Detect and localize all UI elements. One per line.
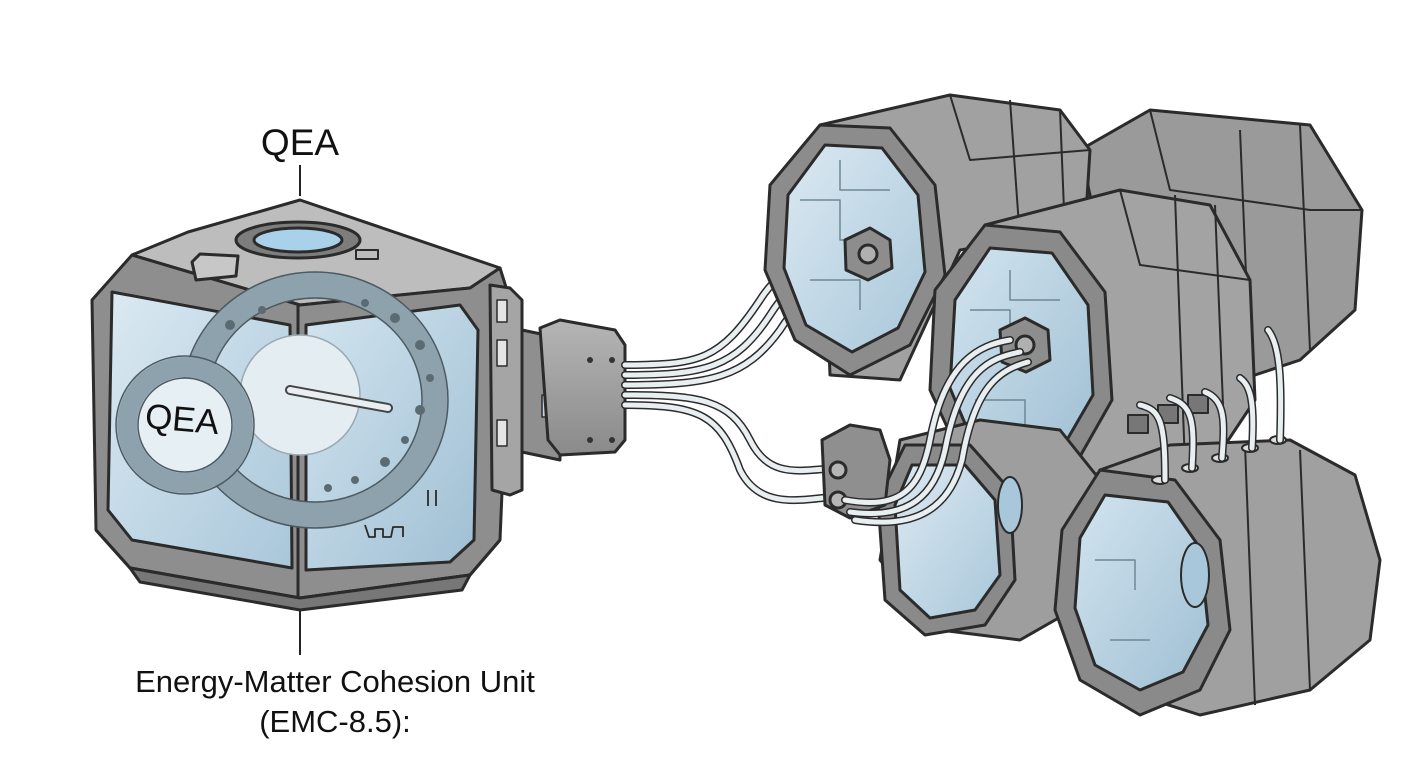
unit-label-line2: (EMC-8.5):	[259, 704, 411, 739]
module-bottom-left	[876, 418, 1102, 642]
window-ring	[117, 357, 253, 493]
unit-label-line1: Energy-Matter Cohesion Unit	[135, 664, 535, 699]
module-top-left	[763, 93, 1092, 382]
top-tab	[190, 252, 240, 282]
connector-block	[488, 283, 627, 497]
inter-module-cables	[841, 326, 1285, 527]
connector-head	[538, 318, 627, 457]
module-bottom-right	[1053, 435, 1382, 717]
qea-cube	[90, 198, 512, 612]
top-label: QEA	[260, 122, 340, 163]
